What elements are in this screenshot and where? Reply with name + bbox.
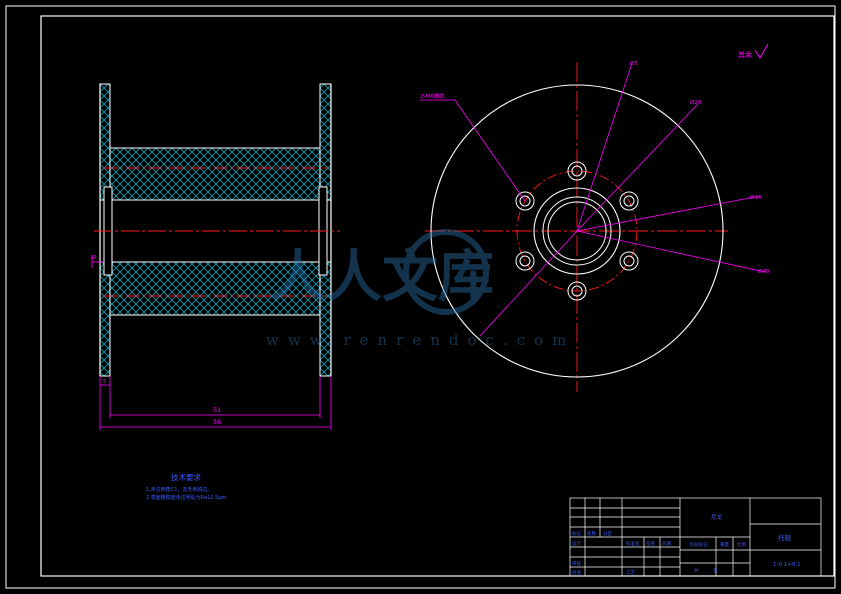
tb-material: 尼龙 [711,513,723,521]
watermark-url: www.renrendoc.com [266,331,575,349]
center-bore [547,201,607,261]
section-hatch-upper [99,83,332,201]
tb-page: 张 [713,567,718,574]
tb-checker: 审核 [572,560,581,567]
callout-d-c: Ø14 [750,194,762,201]
tb-standard: 标准化 [626,540,640,547]
notes-title: 技术要求 [171,472,201,482]
roughness-label: 其余 [738,50,752,59]
callout-d-d: Ø48 [758,268,770,275]
callout-d-b: Ø28 [690,99,702,106]
tb-sheet: 共 [694,567,699,574]
tb-part-name: 托辊 [778,533,792,542]
roughness-symbol: 其余 [738,43,769,59]
notes-line-1: 1.未注倒角C1，去毛刺锐边。 [146,486,212,493]
technical-notes: 技术要求 1.未注倒角C1，去毛刺锐边。 2.表面粗糙度未注明处为Ra12.5μ… [146,472,227,501]
callout-thread: 2-M6螺纹 [420,92,445,100]
callout-d-a: Ø5 [630,60,638,67]
tb-drawing-no: 1-0.1+0.1 [773,562,801,568]
tb-weight: 重量 [720,541,729,548]
title-block-text: 尼龙 托辊 1-0.1+0.1 标记 处数 分区 设计 标准化 签名 日期 阶段… [572,513,801,576]
tb-signature: 签名 [646,540,655,547]
watermark-main-text: 人人文库 [270,245,494,310]
tb-zone: 分区 [603,530,612,537]
outer-rim [430,84,724,378]
inner-border [40,15,835,577]
tb-stage: 阶段标记 [690,541,708,548]
watermark: 人人文库 www.renrendoc.com [266,229,575,349]
dim-inner-width: 51 [213,406,221,414]
section-view: 51 56 5 Ø [91,83,340,430]
watermark-logo-icon [403,229,489,315]
tb-designer: 设计 [572,540,581,547]
outer-border [5,5,836,589]
tb-count: 处数 [587,530,596,537]
dim-flange-thickness: 5 [103,379,106,385]
title-block [569,497,822,577]
tb-date: 日期 [662,541,671,547]
dim-hole-note: Ø [92,254,96,261]
front-view: 2-M6螺纹 Ø5 Ø28 Ø14 Ø48 [420,60,770,392]
bolt-holes [515,161,639,301]
tb-scale: 比例 [737,541,746,548]
notes-line-2: 2.表面粗糙度未注明处为Ra12.5μm [146,494,227,501]
tb-mark: 标记 [572,530,581,537]
tb-approve: 批准 [572,569,581,576]
tb-process: 工艺 [626,570,635,576]
dim-overall-width: 56 [213,418,221,426]
